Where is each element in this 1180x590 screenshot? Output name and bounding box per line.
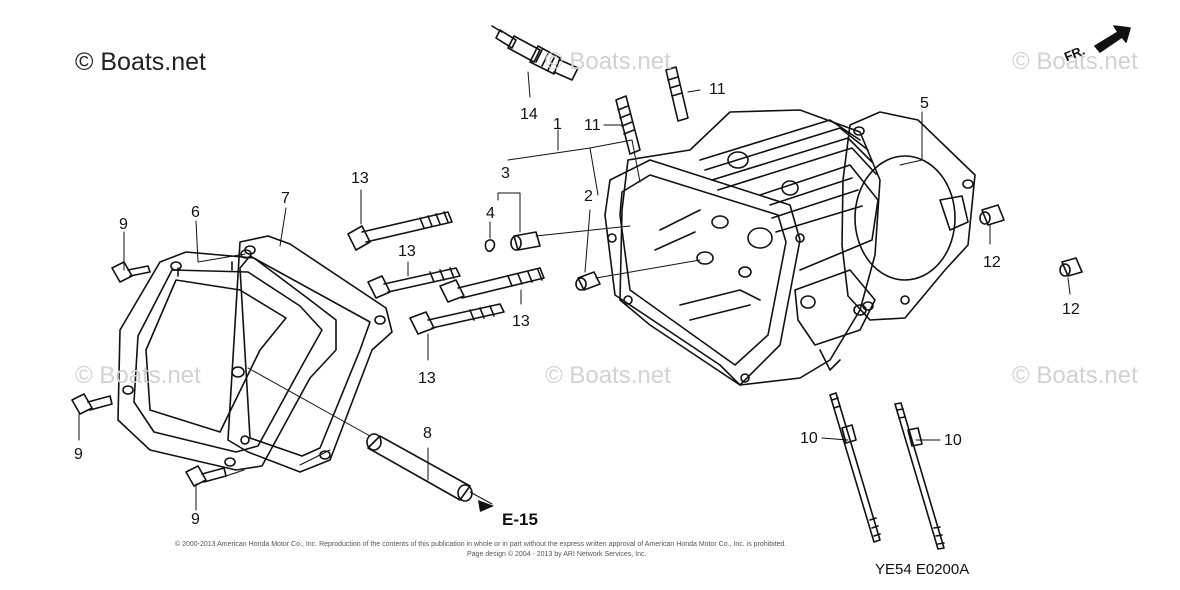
callout-number: 13 — [351, 170, 369, 187]
callout-number: 6 — [191, 204, 200, 221]
callout-number: 13 — [398, 243, 416, 260]
diagram-code: YE54 E0200A — [875, 561, 970, 578]
watermark-faint: © Boats.net — [545, 362, 671, 389]
watermark-faint: © Boats.net — [75, 362, 201, 389]
copyright-line: © 2000-2013 American Honda Motor Co., In… — [175, 541, 787, 548]
callout-number: 1 — [553, 116, 562, 133]
callout-number: 13 — [418, 370, 436, 387]
callout-number: 8 — [423, 425, 432, 442]
cover-screws — [71, 261, 227, 487]
cover-gasket — [227, 235, 393, 473]
page-reference-link[interactable]: E-15 — [502, 510, 538, 529]
flange-bolts — [347, 211, 545, 335]
callout-number: 12 — [1062, 301, 1080, 318]
callout-number: 4 — [486, 205, 495, 222]
callout-number: 5 — [920, 95, 929, 112]
head-cover — [117, 249, 337, 471]
watermark-main: © Boats.net — [75, 48, 206, 76]
watermark-faint: © Boats.net — [545, 48, 671, 75]
watermark-faint: © Boats.net — [1012, 362, 1138, 389]
leader-lines — [78, 71, 1071, 511]
cylinder-head — [604, 109, 881, 386]
breather-tube — [366, 433, 473, 502]
callout-number: 9 — [74, 446, 83, 463]
front-arrow-icon — [1094, 25, 1131, 53]
callout-number: 7 — [281, 190, 290, 207]
callout-number: 12 — [983, 254, 1001, 271]
callout-number: 10 — [800, 430, 818, 447]
reference-arrow-icon — [478, 500, 494, 512]
long-studs — [829, 392, 945, 550]
callout-number: 14 — [520, 106, 538, 123]
callout-number: 10 — [944, 432, 962, 449]
callout-number: 9 — [191, 511, 200, 528]
copyright-line: Page design © 2004 - 2013 by ARI Network… — [467, 551, 647, 558]
stud-bolts — [615, 66, 689, 155]
callout-number: 3 — [501, 165, 510, 182]
callout-number: 13 — [512, 313, 530, 330]
head-gasket — [841, 111, 976, 321]
callout-number: 9 — [119, 216, 128, 233]
watermark-faint: © Boats.net — [1012, 48, 1138, 75]
spark-plug — [491, 25, 579, 81]
dowel-pins — [484, 204, 1083, 291]
callout-number: 2 — [584, 188, 593, 205]
callout-number: 11 — [709, 81, 726, 98]
callout-number: 11 — [584, 117, 601, 134]
